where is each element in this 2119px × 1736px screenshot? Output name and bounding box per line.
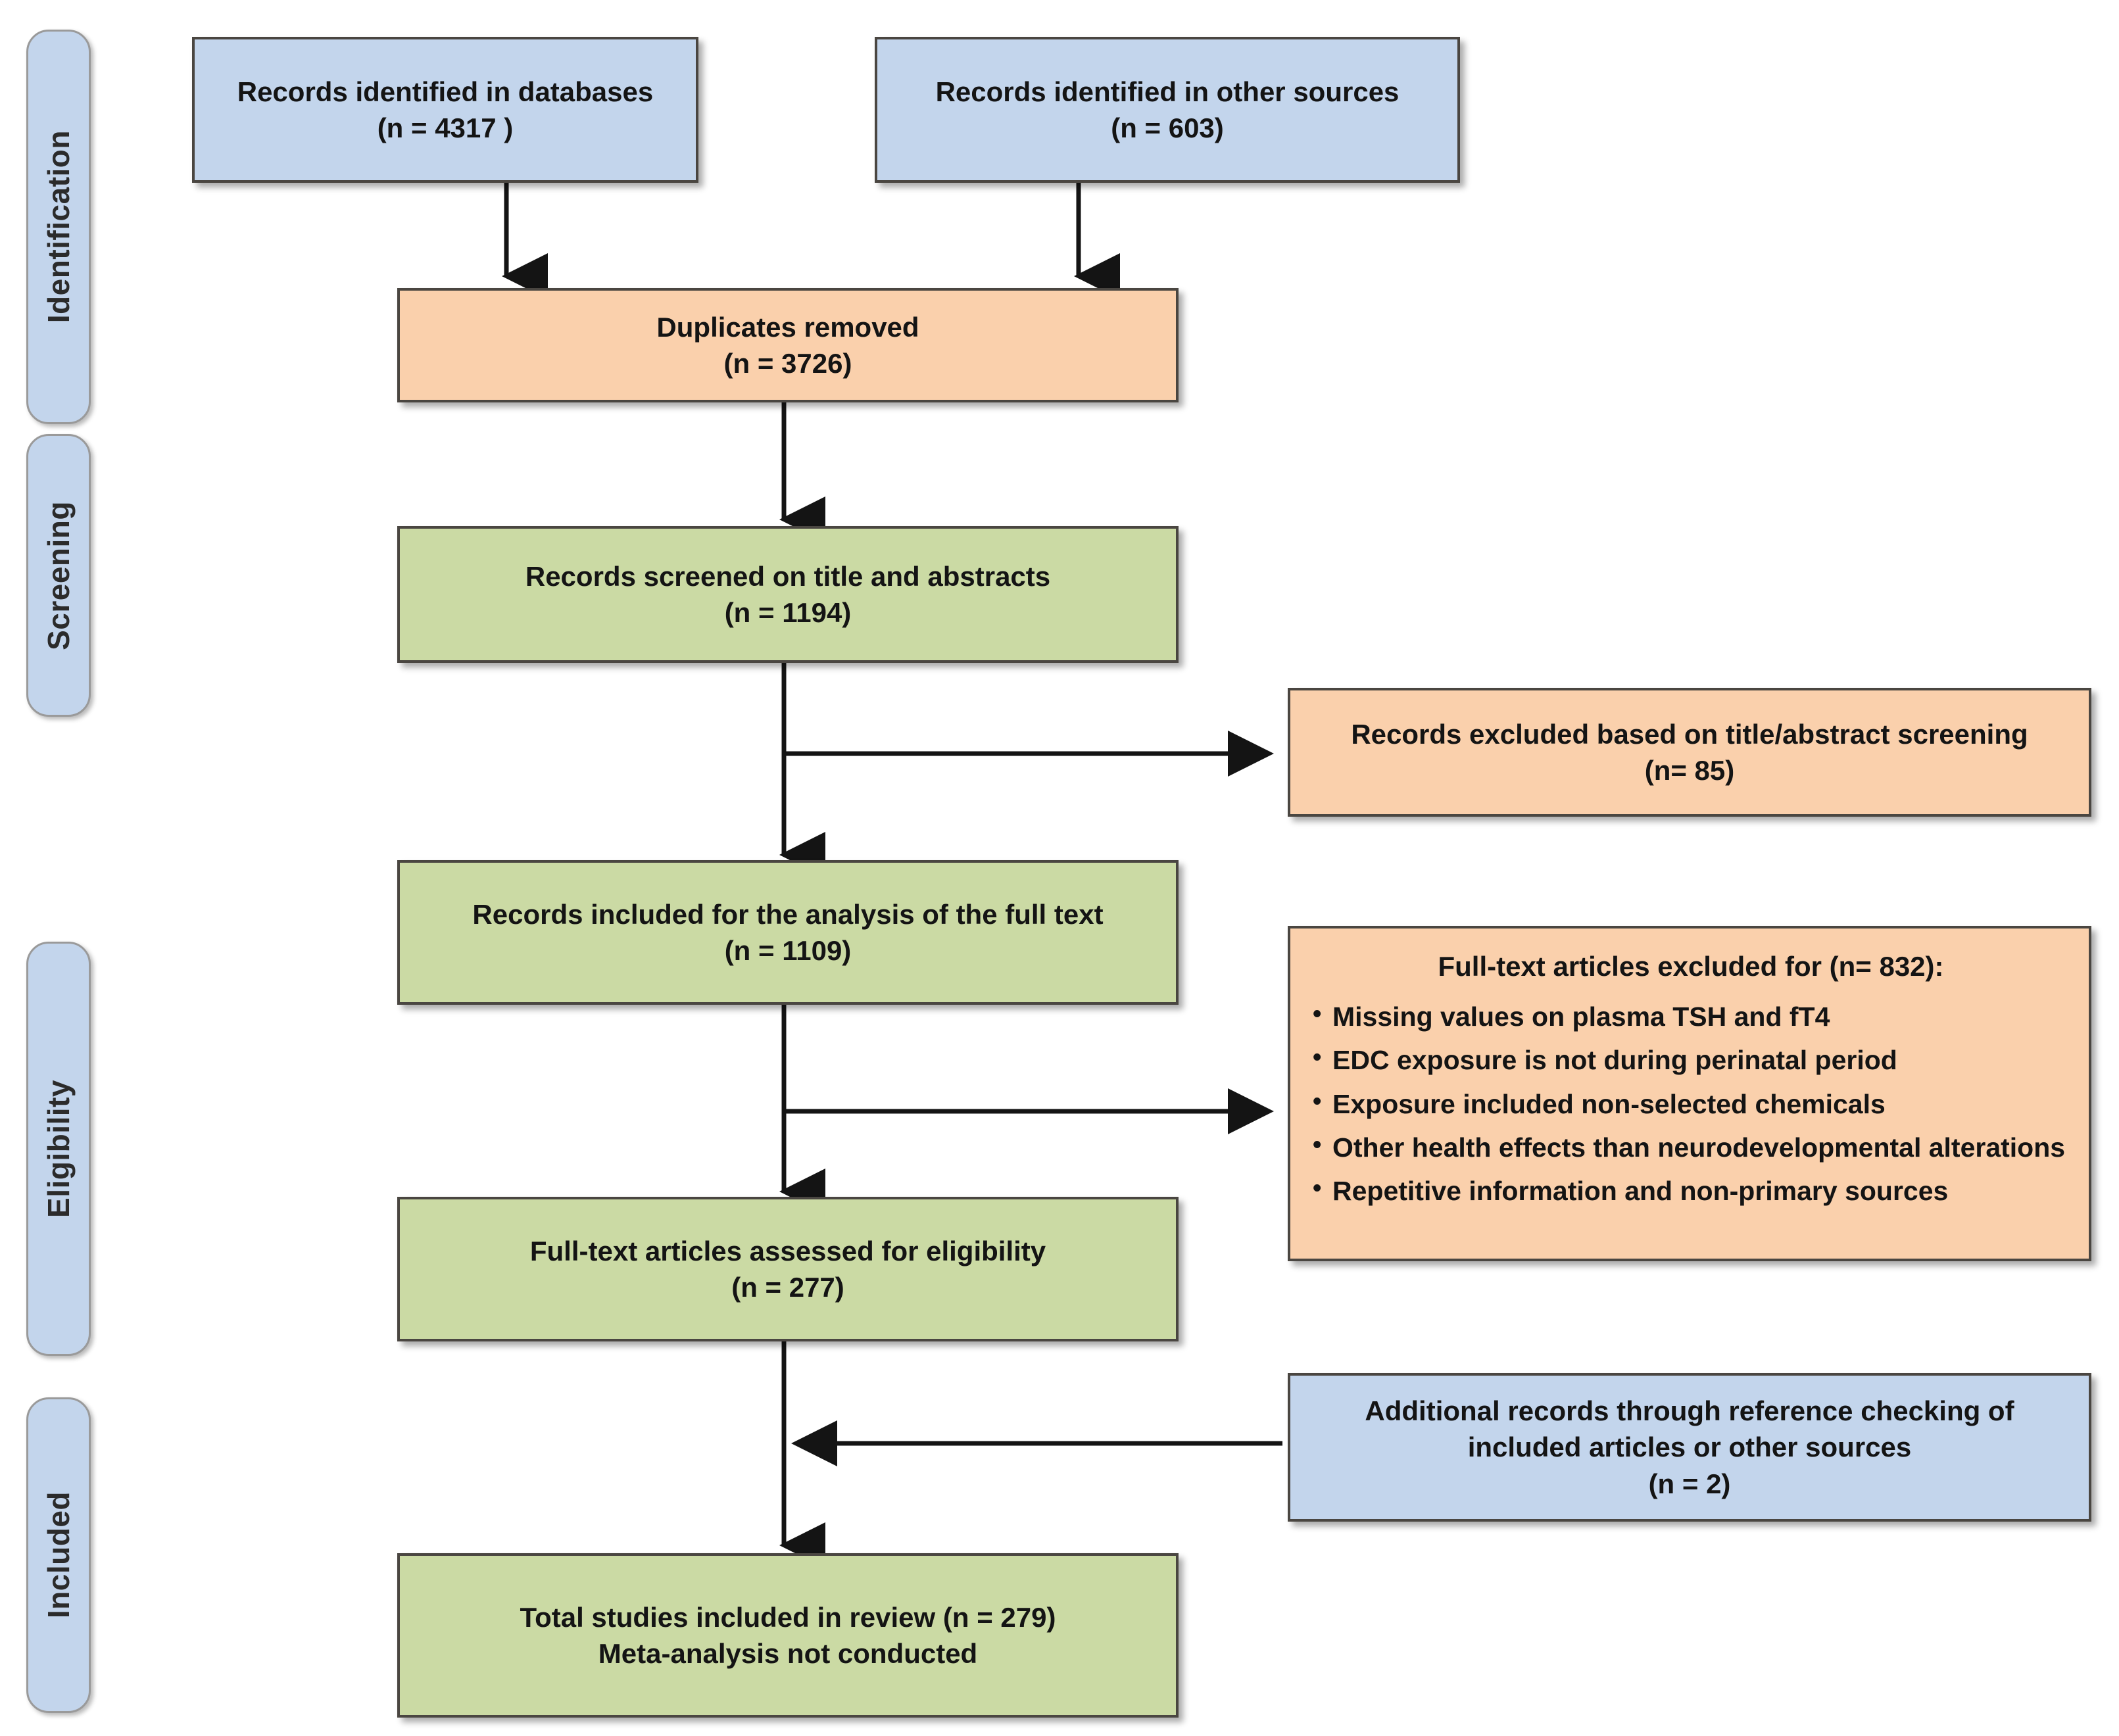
phase-label-identification: Identification: [26, 30, 91, 424]
node-additional-records-line-1: Additional records through reference che…: [1365, 1395, 2014, 1426]
phase-label-included-text: Included: [41, 1491, 76, 1619]
node-duplicates-removed-line-2: (n = 3726): [723, 348, 852, 379]
list-item: Exposure included non-selected chemicals: [1310, 1086, 2072, 1122]
phase-label-screening: Screening: [26, 434, 91, 717]
node-fulltext-articles-excluded-reason-list: Missing values on plasma TSH and fT4 EDC…: [1310, 998, 2072, 1217]
node-records-screened-line-1: Records screened on title and abstracts: [525, 560, 1051, 592]
node-duplicates-removed-line-1: Duplicates removed: [656, 311, 919, 343]
node-records-included-fulltext-analysis-line-2: (n = 1109): [724, 935, 852, 966]
list-item: Other health effects than neurodevelopme…: [1310, 1129, 2072, 1165]
node-total-studies-included-line-2: Meta-analysis not conducted: [598, 1638, 978, 1669]
node-records-screened-line-2: (n = 1194): [724, 597, 852, 628]
node-records-identified-databases-line-1: Records identified in databases: [237, 76, 654, 107]
node-records-included-fulltext-analysis: Records included for the analysis of the…: [397, 860, 1179, 1005]
node-records-screened: Records screened on title and abstracts …: [397, 526, 1179, 663]
node-fulltext-articles-assessed-line-1: Full-text articles assessed for eligibil…: [529, 1235, 1046, 1266]
list-item: EDC exposure is not during perinatal per…: [1310, 1042, 2072, 1078]
list-item: Repetitive information and non-primary s…: [1310, 1172, 2072, 1209]
node-total-studies-included: Total studies included in review (n = 27…: [397, 1553, 1179, 1718]
phase-label-eligibility: Eligibility: [26, 942, 91, 1356]
phase-label-identification-text: Identification: [41, 130, 76, 324]
node-records-excluded-title-abstract: Records excluded based on title/abstract…: [1288, 688, 2091, 817]
node-fulltext-articles-excluded-heading: Full-text articles excluded for (n= 832)…: [1438, 951, 1944, 982]
node-records-included-fulltext-analysis-line-1: Records included for the analysis of the…: [472, 898, 1104, 930]
node-additional-records-line-2: included articles or other sources: [1467, 1432, 1912, 1463]
node-records-excluded-title-abstract-line-2: (n= 85): [1644, 755, 1735, 786]
phase-label-included: Included: [26, 1397, 91, 1713]
node-records-excluded-title-abstract-line-1: Records excluded based on title/abstract…: [1351, 718, 2028, 750]
list-item: Missing values on plasma TSH and fT4: [1310, 998, 2072, 1034]
node-total-studies-included-line-1: Total studies included in review (n = 27…: [520, 1601, 1056, 1633]
node-duplicates-removed: Duplicates removed (n = 3726): [397, 288, 1179, 402]
phase-label-screening-text: Screening: [41, 500, 76, 650]
node-fulltext-articles-assessed-line-2: (n = 277): [731, 1272, 844, 1303]
node-fulltext-articles-assessed: Full-text articles assessed for eligibil…: [397, 1197, 1179, 1341]
node-records-identified-other-sources: Records identified in other sources (n =…: [875, 37, 1460, 183]
node-additional-records-line-3: (n = 2): [1648, 1468, 1731, 1499]
node-additional-records-reference-checking: Additional records through reference che…: [1288, 1373, 2091, 1522]
node-fulltext-articles-excluded: Full-text articles excluded for (n= 832)…: [1288, 926, 2091, 1261]
node-records-identified-other-sources-line-2: (n = 603): [1111, 112, 1224, 143]
node-records-identified-databases-line-2: (n = 4317 ): [377, 112, 514, 143]
phase-label-eligibility-text: Eligibility: [41, 1080, 76, 1218]
node-records-identified-other-sources-line-1: Records identified in other sources: [935, 76, 1400, 107]
node-records-identified-databases: Records identified in databases (n = 431…: [192, 37, 698, 183]
